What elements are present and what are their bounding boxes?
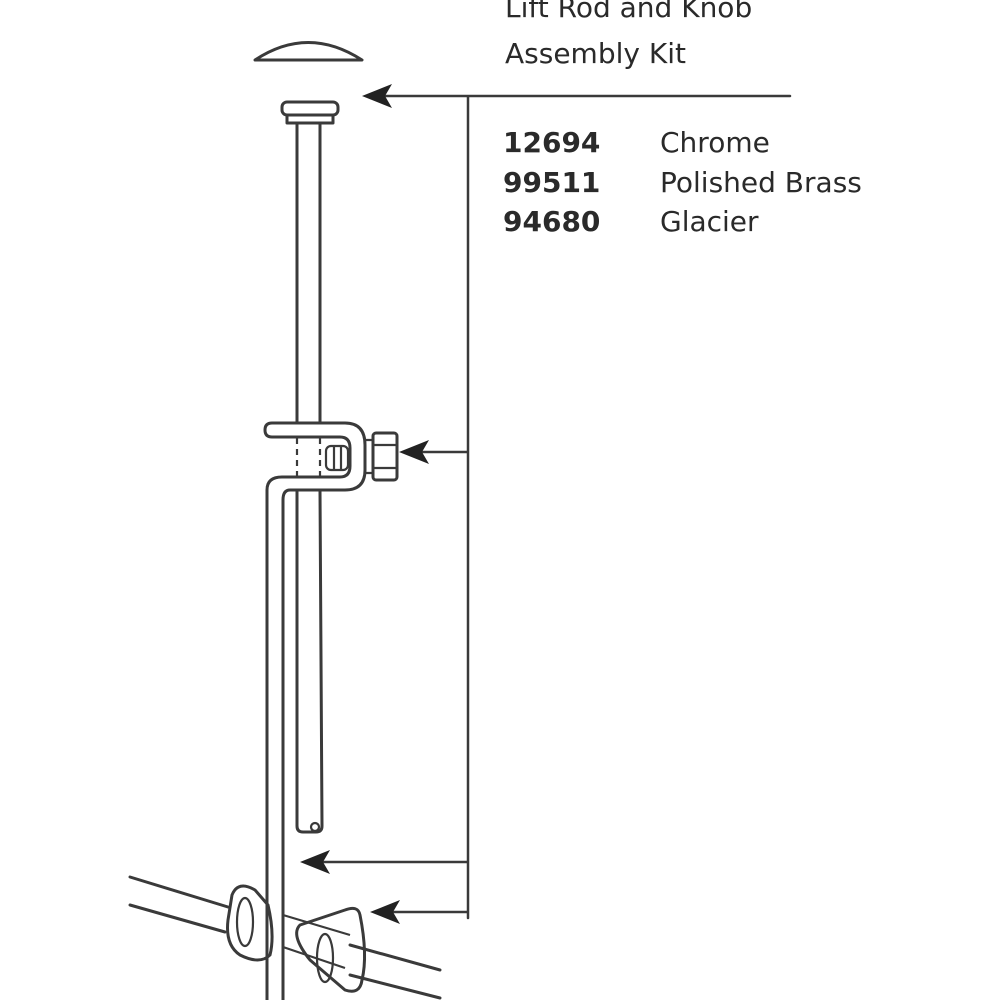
part-number: 94680 bbox=[503, 205, 601, 238]
part-finish: Polished Brass bbox=[660, 166, 862, 199]
title-line-2: Assembly Kit bbox=[505, 37, 686, 70]
title-line-1: Lift Rod and Knob bbox=[505, 0, 753, 24]
leader-lines bbox=[300, 84, 792, 924]
strap-clip bbox=[263, 421, 367, 1000]
hidden-rod bbox=[295, 438, 322, 476]
lift-rod bbox=[295, 121, 324, 834]
knob-cap bbox=[253, 41, 364, 62]
part-finish: Chrome bbox=[660, 126, 770, 159]
arrow-icon bbox=[370, 900, 400, 924]
arrow-icon bbox=[399, 440, 429, 464]
part-number: 12694 bbox=[503, 126, 601, 159]
knob bbox=[280, 100, 340, 125]
arrow-icon bbox=[300, 850, 330, 874]
pivot-rod bbox=[128, 875, 442, 1000]
arrow-icon bbox=[362, 84, 392, 108]
rod-end bbox=[309, 821, 321, 833]
part-number: 99511 bbox=[503, 166, 601, 199]
part-finish: Glacier bbox=[660, 205, 759, 238]
set-screw bbox=[365, 431, 399, 482]
clip-slot bbox=[324, 444, 350, 472]
